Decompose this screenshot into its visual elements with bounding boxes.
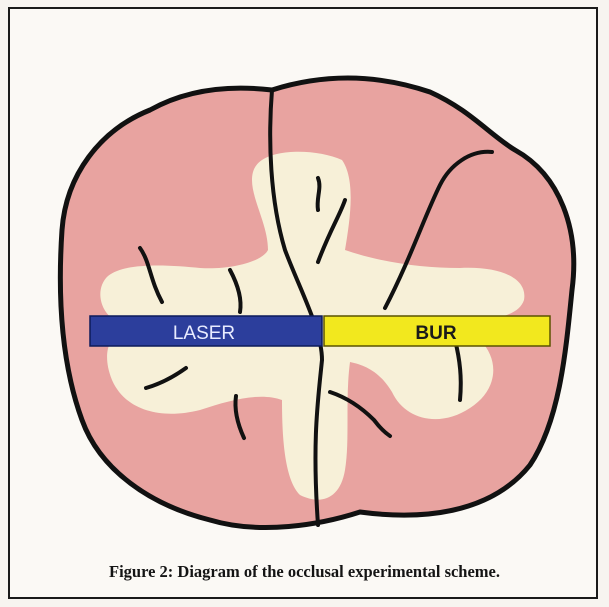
bur-label: BUR	[415, 323, 456, 344]
figure-caption: Figure 2: Diagram of the occlusal experi…	[0, 562, 609, 582]
fissure-1	[318, 178, 320, 210]
laser-label: LASER	[173, 323, 235, 344]
